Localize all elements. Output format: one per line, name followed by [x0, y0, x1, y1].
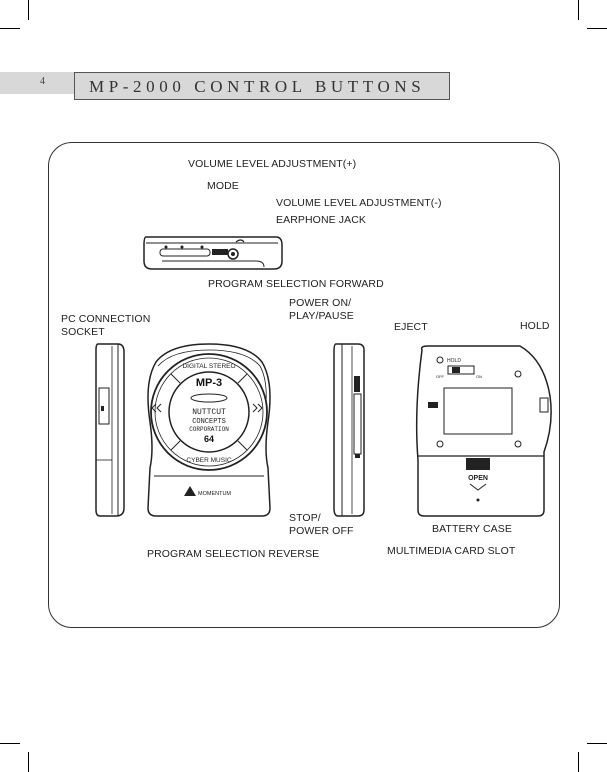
- device-top-view: [143, 236, 283, 270]
- page-number: 4: [40, 76, 45, 87]
- label-pc-connection: PC CONNECTION SOCKET: [61, 313, 151, 338]
- lcd-line-1: NUTTCUT: [192, 408, 226, 417]
- device-front-view: DIGITAL STEREO CYBER MUSIC MP-3 NUTTCUT …: [147, 343, 271, 517]
- model-text: MP-3: [196, 377, 222, 389]
- crop-mark: [0, 28, 20, 29]
- label-earphone-jack: EARPHONE JACK: [276, 214, 366, 226]
- capacity-text: 64: [204, 434, 214, 444]
- label-power-on: POWER ON/ PLAY/PAUSE: [289, 297, 354, 322]
- crop-mark: [587, 743, 607, 744]
- label-program-forward: PROGRAM SELECTION FORWARD: [208, 278, 384, 290]
- switch-on-text: ON: [476, 374, 482, 379]
- device-back-view: HOLD OFF ON OPEN: [415, 345, 552, 517]
- label-stop: STOP/ POWER OFF: [289, 512, 354, 537]
- title-box: MP-2000 CONTROL BUTTONS: [74, 72, 450, 100]
- label-volume-up: VOLUME LEVEL ADJUSTMENT(+): [188, 158, 357, 170]
- crop-mark: [578, 0, 579, 20]
- crop-mark: [578, 752, 579, 772]
- label-battery-case: BATTERY CASE: [432, 523, 512, 535]
- device-left-side-view: [95, 343, 125, 517]
- label-volume-down: VOLUME LEVEL ADJUSTMENT(-): [276, 197, 442, 209]
- device-right-side-view: [333, 343, 365, 517]
- open-label: OPEN: [468, 475, 488, 482]
- brand-text: MOMENTUM: [198, 491, 231, 497]
- crop-mark: [0, 743, 20, 744]
- hold-switch-text: HOLD: [447, 358, 461, 364]
- crop-mark: [28, 0, 29, 20]
- label-hold: HOLD: [520, 320, 550, 332]
- label-program-reverse: PROGRAM SELECTION REVERSE: [147, 548, 320, 560]
- label-card-slot: MULTIMEDIA CARD SLOT: [387, 545, 516, 557]
- ring-top-text: DIGITAL STEREO: [182, 363, 235, 370]
- crop-mark: [587, 28, 607, 29]
- page-number-bar: [0, 72, 74, 94]
- label-eject: EJECT: [394, 321, 428, 333]
- crop-mark: [28, 752, 29, 772]
- label-mode: MODE: [207, 180, 239, 192]
- lcd-line-3: CORPORATION: [189, 426, 229, 433]
- illustration-frame: [48, 142, 560, 628]
- ring-bottom-text: CYBER MUSIC: [186, 457, 231, 464]
- page-title: MP-2000 CONTROL BUTTONS: [89, 77, 426, 96]
- lcd-line-2: CONCEPTS: [192, 418, 226, 426]
- switch-off-text: OFF: [436, 374, 445, 379]
